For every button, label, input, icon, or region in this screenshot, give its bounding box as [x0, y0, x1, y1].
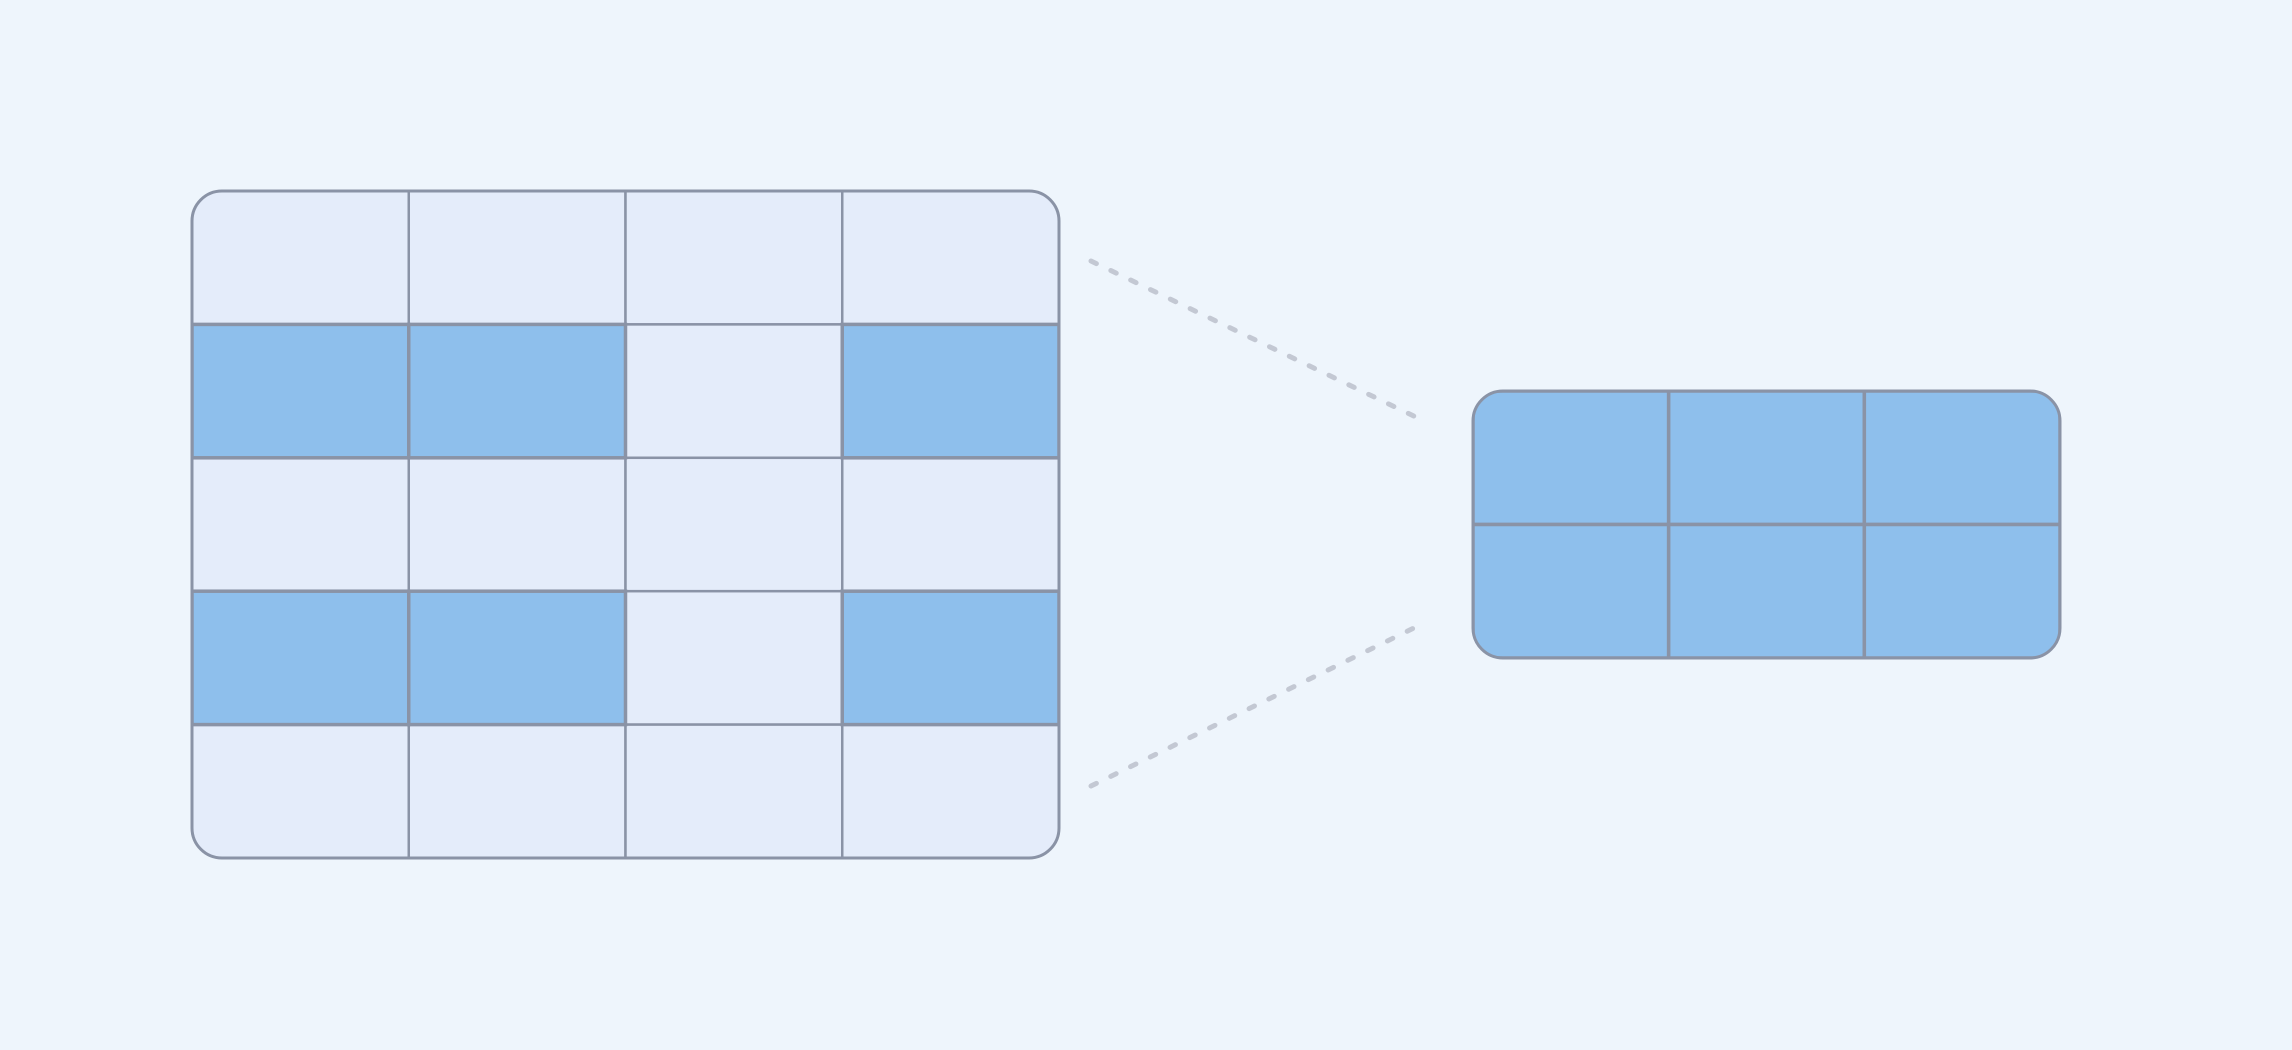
source-cell — [192, 456, 410, 593]
source-cell-highlighted — [840, 322, 1059, 460]
source-cell — [407, 456, 627, 593]
source-cell — [624, 323, 844, 460]
source-grid-border — [190, 189, 1061, 860]
result-grid-border — [1471, 389, 2062, 660]
connector-bottom — [1088, 622, 1423, 789]
source-cell — [841, 723, 1059, 858]
source-grid — [192, 191, 1059, 858]
source-cell — [192, 723, 410, 858]
source-cell — [624, 456, 844, 593]
source-cell — [192, 191, 410, 326]
result-cell-highlighted — [1862, 391, 2060, 527]
source-cell-highlighted — [407, 589, 628, 727]
source-cell — [624, 191, 844, 326]
source-cell — [841, 456, 1059, 593]
source-cell-highlighted — [192, 589, 411, 727]
result-cell-highlighted — [1473, 391, 1671, 527]
result-cell-highlighted — [1473, 522, 1671, 658]
source-cell-highlighted — [407, 322, 628, 460]
result-cell-highlighted — [1666, 522, 1867, 658]
result-grid — [1473, 391, 2060, 658]
source-cell — [407, 723, 627, 858]
result-cell-highlighted — [1862, 522, 2060, 658]
source-cell — [841, 191, 1059, 326]
source-cell-highlighted — [840, 589, 1059, 727]
result-cell-highlighted — [1666, 391, 1867, 527]
source-cell — [624, 589, 844, 726]
source-cell — [407, 191, 627, 326]
source-cell-highlighted — [192, 322, 411, 460]
connector-top — [1088, 258, 1423, 422]
source-cell — [624, 723, 844, 858]
